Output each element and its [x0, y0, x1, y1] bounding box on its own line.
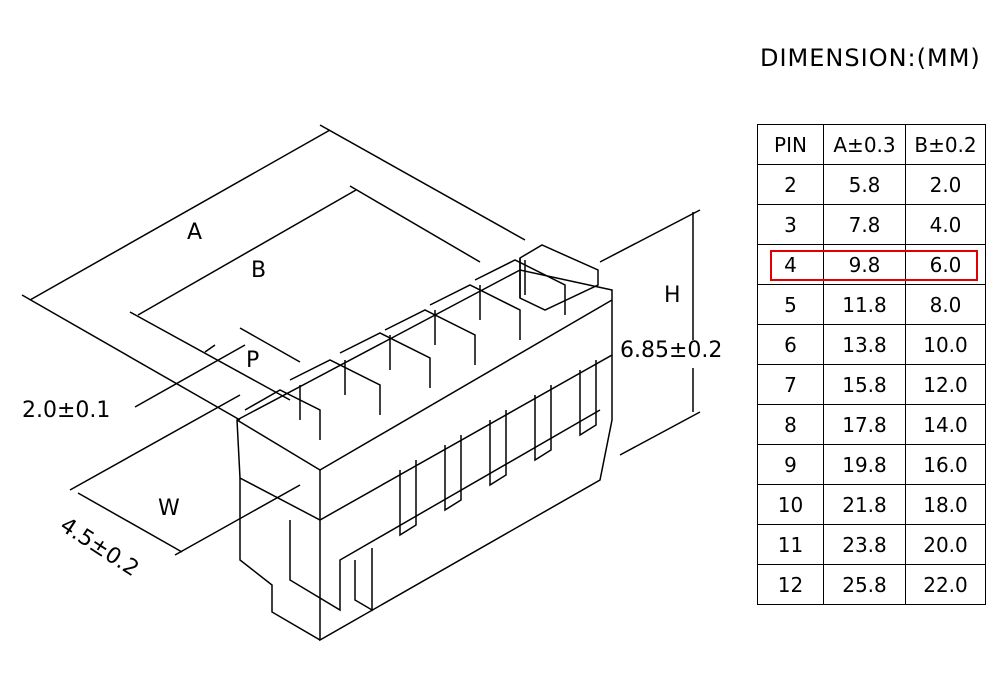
a-cell: 21.8 — [823, 484, 906, 525]
b-cell: 8.0 — [905, 284, 986, 325]
a-cell: 25.8 — [823, 564, 906, 605]
b-cell: 16.0 — [905, 444, 986, 485]
label-p: P — [246, 348, 260, 373]
bottom-slots — [354, 360, 597, 612]
a-cell: 23.8 — [823, 524, 906, 565]
a-cell: 13.8 — [823, 324, 906, 365]
dimension-h-line — [599, 209, 701, 456]
b-cell: 20.0 — [905, 524, 986, 565]
highlight-box — [770, 250, 978, 281]
b-cell: 18.0 — [905, 484, 986, 525]
label-pitch: 2.0±0.1 — [22, 398, 111, 423]
a-cell: 15.8 — [823, 364, 906, 405]
pin-cell: 5 — [757, 284, 824, 325]
label-height: 6.85±0.2 — [620, 338, 723, 363]
label-b: B — [251, 258, 267, 283]
label-a: A — [187, 220, 203, 245]
label-h: H — [664, 283, 681, 308]
connector-body — [236, 244, 613, 642]
a-cell: 5.8 — [823, 164, 906, 205]
b-cell: 10.0 — [905, 324, 986, 365]
b-cell: 22.0 — [905, 564, 986, 605]
dimension-a-line — [21, 124, 526, 421]
pin-cell: 12 — [757, 564, 824, 605]
pin-cell: 10 — [757, 484, 824, 525]
b-cell: 12.0 — [905, 364, 986, 405]
a-cell: 7.8 — [823, 204, 906, 245]
dimension-b-line — [129, 185, 481, 401]
pin-cavities — [244, 259, 566, 440]
header-b: B±0.2 — [905, 124, 986, 165]
pin-cell: 7 — [757, 364, 824, 405]
pin-cell: 2 — [757, 164, 824, 205]
pin-cell: 3 — [757, 204, 824, 245]
a-cell: 11.8 — [823, 284, 906, 325]
b-cell: 4.0 — [905, 204, 986, 245]
b-cell: 2.0 — [905, 164, 986, 205]
dimension-w-line — [69, 394, 301, 556]
table-header: PIN A±0.3 B±0.2 — [757, 124, 986, 165]
label-w: W — [158, 496, 180, 521]
header-a: A±0.3 — [823, 124, 906, 165]
header-pin: PIN — [757, 124, 824, 165]
pin-cell: 8 — [757, 404, 824, 445]
a-cell: 17.8 — [823, 404, 906, 445]
dimension-title: DIMENSION:(MM) — [760, 44, 981, 72]
pin-cell: 11 — [757, 524, 824, 565]
pin-cell: 9 — [757, 444, 824, 485]
b-cell: 14.0 — [905, 404, 986, 445]
dimension-p-line — [134, 327, 301, 408]
a-cell: 19.8 — [823, 444, 906, 485]
pin-cell: 6 — [757, 324, 824, 365]
